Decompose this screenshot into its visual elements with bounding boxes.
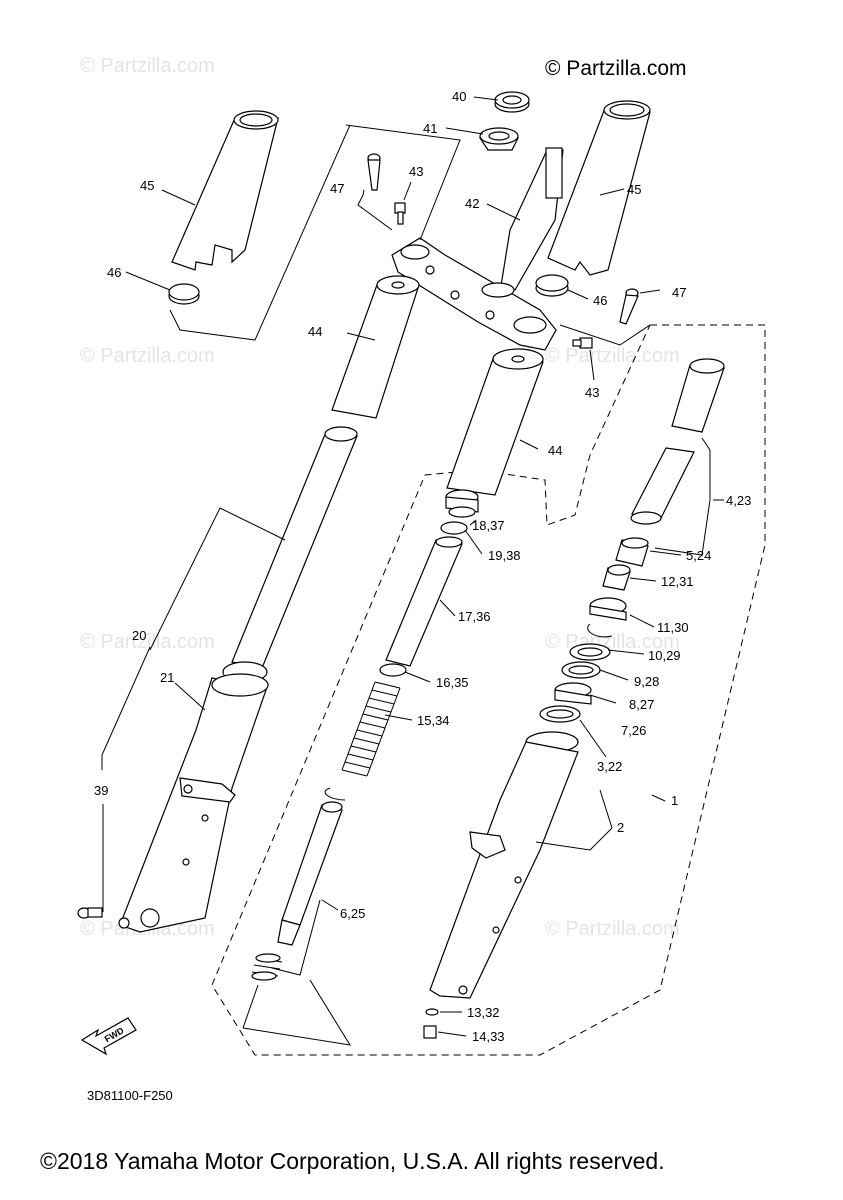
callout-41: 41 (423, 121, 437, 136)
bolt-14 (423, 1025, 437, 1039)
copyright-text: ©2018 Yamaha Motor Corporation, U.S.A. A… (40, 1148, 665, 1174)
bolt-43-left (394, 202, 406, 225)
callout-21: 21 (160, 670, 174, 685)
watermark: © Partzilla.com (545, 918, 680, 940)
leader-lines (101, 96, 724, 1046)
callout-46-right: 46 (593, 293, 607, 308)
washer-16 (379, 663, 407, 677)
cap-bolt-18 (445, 489, 479, 518)
rebound-spring (251, 953, 283, 981)
slide-bushing-5 (615, 537, 649, 567)
callout-7-26: 7,26 (621, 723, 646, 738)
watermark: © Partzilla.com (80, 631, 215, 653)
callout-20: 20 (132, 628, 146, 643)
callout-labels: 40 41 42 45 45 46 46 47 47 43 43 44 44 4… (94, 89, 751, 1044)
outer-tube-right (429, 731, 579, 999)
callout-47-left: 47 (330, 181, 344, 196)
bolt-47-left (367, 153, 381, 191)
callout-13-32: 13,32 (467, 1005, 500, 1020)
callout-16-35: 16,35 (436, 675, 469, 690)
bushing-12 (602, 564, 631, 591)
callout-39: 39 (94, 783, 108, 798)
callout-9-28: 9,28 (634, 674, 659, 689)
callout-47-right: 47 (672, 285, 686, 300)
callout-46-left: 46 (107, 265, 121, 280)
washer-46-left (168, 283, 200, 305)
callout-45-left: 45 (140, 178, 154, 193)
callout-45-right: 45 (627, 182, 641, 197)
callout-19-38: 19,38 (488, 548, 521, 563)
fork-cover-right (547, 100, 651, 276)
callout-3-22: 3,22 (597, 759, 622, 774)
callout-18-37: 18,37 (472, 518, 505, 533)
bolt-47-right (619, 288, 639, 325)
cover-44-left (331, 275, 420, 419)
callout-11-30: 11,30 (657, 620, 689, 635)
steering-stem (481, 147, 564, 298)
watermark: © Partzilla.com (80, 55, 215, 77)
clip-10 (587, 623, 613, 638)
bolt-43-right (572, 337, 593, 349)
callout-44-right: 44 (548, 443, 562, 458)
fwd-arrow-icon: FWD (80, 1017, 137, 1056)
callout-40: 40 (452, 89, 466, 104)
spring-15 (341, 681, 401, 777)
callout-1: 1 (671, 793, 678, 808)
callout-14-33: 14,33 (472, 1029, 505, 1044)
bearing-41 (478, 127, 519, 151)
bolt-39 (77, 907, 103, 919)
bearing-40 (494, 91, 530, 113)
assembly-outline (211, 324, 766, 1056)
inner-tube-right (630, 358, 725, 525)
callout-42: 42 (465, 196, 479, 211)
callout-44-left: 44 (308, 324, 322, 339)
damper-rod-6 (277, 801, 343, 946)
diagram-code: 3D81100-F250 (87, 1088, 173, 1103)
o-ring-19 (440, 521, 468, 535)
watermark: © Partzilla.com (80, 345, 215, 367)
spacer-17 (385, 536, 463, 667)
oil-seal-11 (589, 597, 627, 621)
callout-15-34: 15,34 (417, 713, 450, 728)
washer-8 (561, 661, 601, 679)
seal-9 (569, 643, 611, 661)
callout-4-23: 4,23 (726, 493, 751, 508)
fork-cover-left (171, 110, 279, 271)
callout-43-right: 43 (585, 385, 599, 400)
brand-watermark: © Partzilla.com (545, 57, 687, 80)
callout-6-25: 6,25 (340, 906, 365, 921)
callout-43-left: 43 (409, 164, 423, 179)
bushing-7 (554, 682, 592, 705)
washer-13 (425, 1008, 439, 1016)
washer-46-right (535, 274, 569, 297)
circlip (324, 787, 346, 801)
inner-tube-left (231, 426, 358, 669)
callout-12-31: 12,31 (661, 574, 694, 589)
callout-5-24: 5,24 (686, 548, 711, 563)
watermark: © Partzilla.com (545, 345, 680, 367)
callout-17-36: 17,36 (458, 609, 491, 624)
callout-10-29: 10,29 (648, 648, 681, 663)
outer-tube-left (118, 661, 269, 933)
callout-2: 2 (617, 820, 624, 835)
callout-8-27: 8,27 (629, 697, 654, 712)
cover-44-right (446, 348, 544, 496)
dust-seal-3 (539, 705, 581, 723)
